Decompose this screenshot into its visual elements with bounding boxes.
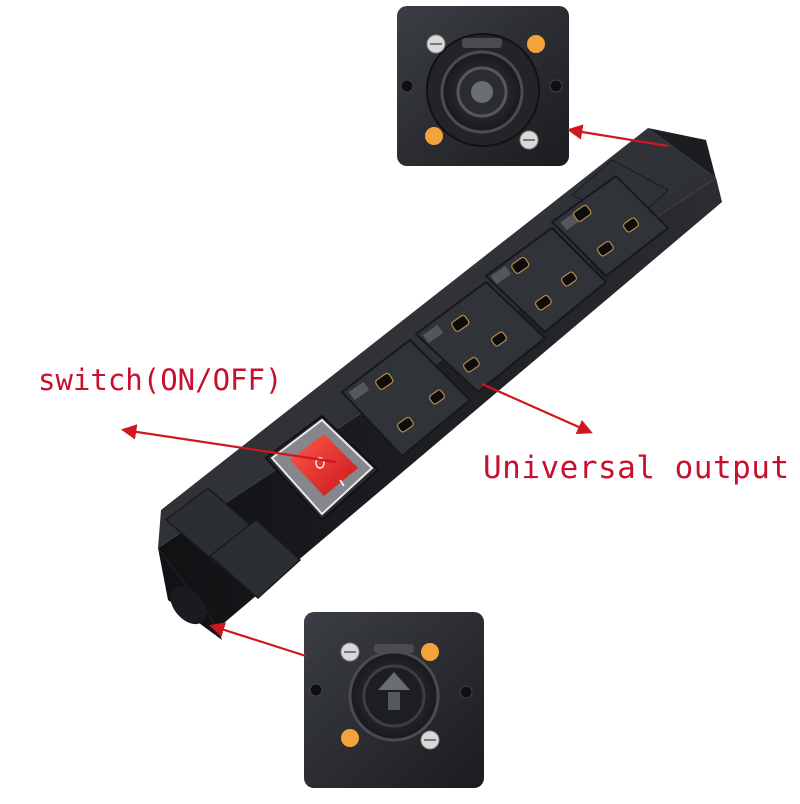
arrow-to-bottom-connector xyxy=(209,622,307,658)
indicator-dot xyxy=(421,643,439,661)
power-switch xyxy=(264,414,380,522)
arrow-to-top-connector xyxy=(566,124,669,148)
screw-icon xyxy=(309,683,323,697)
output-connector-inset xyxy=(386,0,580,170)
universal-outlet-2 xyxy=(414,280,547,394)
power-strip-end-right xyxy=(648,128,722,202)
universal-outlets xyxy=(340,174,670,458)
indicator-dot xyxy=(341,729,359,747)
universal-outlet-4 xyxy=(550,174,670,278)
arrow-outlets xyxy=(481,382,593,435)
switch-label: switch(ON/OFF) xyxy=(38,363,283,397)
indicator-dot xyxy=(425,127,443,145)
input-connector-inset xyxy=(294,604,492,800)
universal-outlet-3 xyxy=(484,226,608,334)
universal-outlet-1 xyxy=(340,338,472,458)
annotation-arrows xyxy=(120,124,669,658)
arrow-switch xyxy=(120,424,337,464)
indicator-dot xyxy=(527,35,545,53)
universal-output-label: Universal output xyxy=(483,450,790,486)
screw-icon xyxy=(400,79,414,93)
screw-icon xyxy=(549,79,563,93)
screw-icon xyxy=(459,685,473,699)
